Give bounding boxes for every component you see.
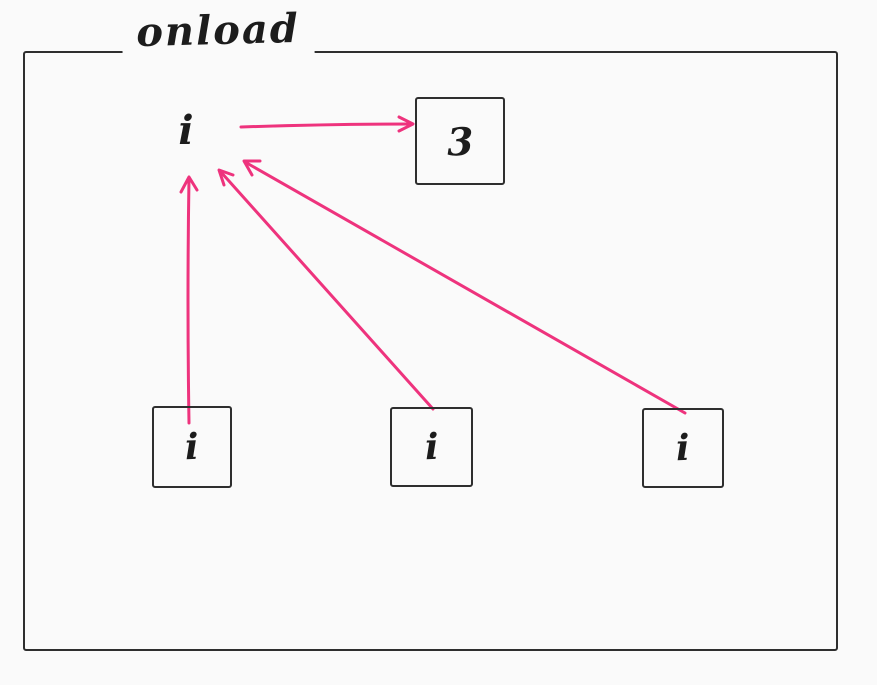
value-box-text: 3 — [445, 118, 474, 164]
onload-scope-frame — [23, 51, 838, 651]
arrow-closure1-to-variable — [179, 175, 199, 425]
shared-variable-i: i — [178, 106, 194, 154]
arrow-closure3-to-variable — [242, 159, 687, 415]
closure-box-2: i — [390, 407, 473, 487]
closure-box-3-text: i — [675, 426, 691, 470]
arrow-variable-to-value — [239, 115, 415, 133]
closure-box-2-text: i — [423, 425, 440, 469]
closure-box-1: i — [152, 406, 232, 488]
value-box-3: 3 — [415, 97, 505, 185]
closure-box-1-text: i — [184, 425, 200, 469]
closure-box-3: i — [642, 408, 724, 488]
arrow-closure2-to-variable — [217, 168, 435, 411]
